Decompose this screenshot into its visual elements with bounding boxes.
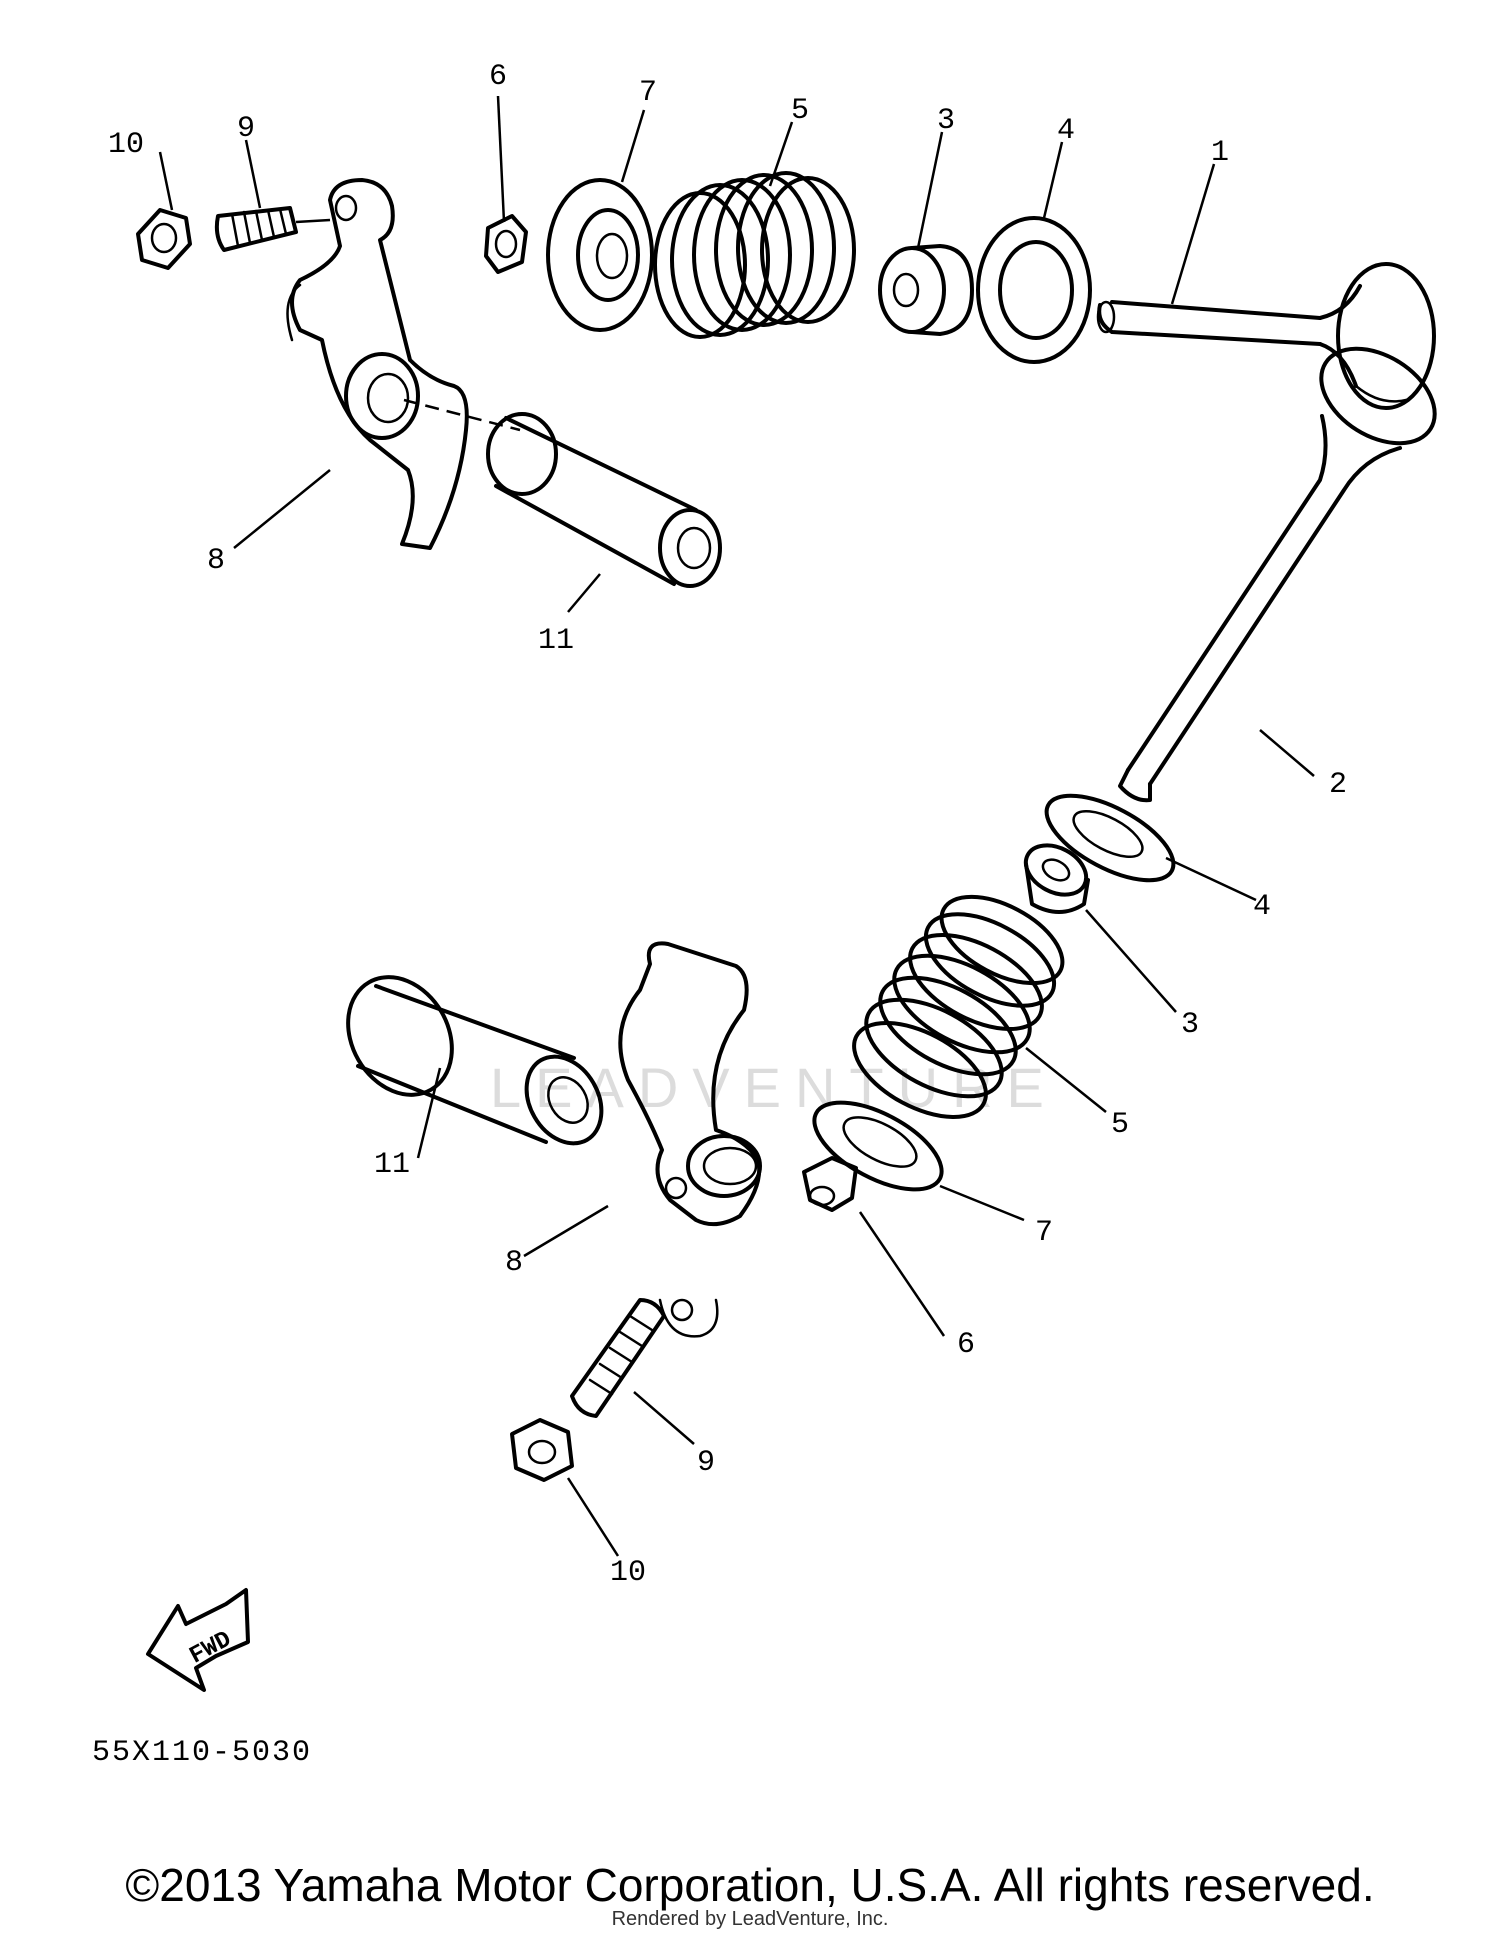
valve-2 [1118, 346, 1437, 803]
spring-seat-top [976, 216, 1092, 364]
callout-5-lower: 5 [1111, 1108, 1129, 1142]
leader-lines [158, 95, 1315, 1557]
callout-8-lower: 8 [505, 1246, 523, 1280]
adjusting-screw-lower [570, 1298, 666, 1418]
callout-1-top: 1 [1211, 136, 1229, 170]
stem-seal-top [878, 244, 974, 336]
rendered-by-credit: Rendered by LeadVenture, Inc. [611, 1908, 889, 1930]
callout-9-upper: 9 [237, 112, 255, 146]
spring-seat-lower [1044, 793, 1176, 883]
valve-spring-top [653, 171, 856, 339]
part-callouts: 1 3 4 5 6 7 8 9 10 11 2 3 4 5 6 7 8 9 10… [108, 60, 1347, 1590]
callout-5-top: 5 [791, 94, 809, 128]
lock-nut-lower [510, 1418, 574, 1482]
valve-1 [1096, 262, 1436, 410]
callout-8-upper: 8 [207, 544, 225, 578]
callout-4-lower: 4 [1253, 890, 1271, 924]
lock-nut-upper [136, 208, 192, 270]
callout-10-upper: 10 [108, 128, 144, 162]
callout-7-lower: 7 [1035, 1216, 1053, 1250]
copyright-notice: ©2013 Yamaha Motor Corporation, U.S.A. A… [125, 1859, 1375, 1911]
valve-cotter-lower [802, 1156, 858, 1212]
callout-4-top: 4 [1057, 114, 1075, 148]
callout-2-lower: 2 [1329, 768, 1347, 802]
callout-11-upper: 11 [538, 624, 574, 658]
stem-seal-lower [1023, 843, 1090, 914]
shaft-axis-upper [403, 398, 521, 432]
callout-3-top: 3 [937, 104, 955, 138]
rocker-shaft-upper [486, 412, 722, 588]
fwd-arrow-icon: FWD [146, 1588, 250, 1692]
rocker-shaft-lower [346, 975, 604, 1146]
drawing-code: 55X110-5030 [92, 1736, 312, 1770]
callout-7-top: 7 [639, 76, 657, 110]
fwd-label: FWD [185, 1626, 236, 1670]
valve-spring-lower [852, 894, 1065, 1120]
rocker-arm-upper [286, 178, 469, 550]
callout-6-top: 6 [489, 60, 507, 94]
spring-retainer-top [546, 178, 654, 332]
callout-9-lower: 9 [697, 1446, 715, 1480]
callout-3-lower: 3 [1181, 1008, 1199, 1042]
rocker-arm-lower [618, 941, 762, 1338]
callout-10-lower: 10 [610, 1556, 646, 1590]
spring-retainer-lower [812, 1100, 944, 1192]
valve-cotter-top [484, 214, 528, 274]
callout-6-lower: 6 [957, 1328, 975, 1362]
adjusting-screw-upper [214, 206, 331, 252]
callout-11-lower: 11 [374, 1148, 410, 1182]
